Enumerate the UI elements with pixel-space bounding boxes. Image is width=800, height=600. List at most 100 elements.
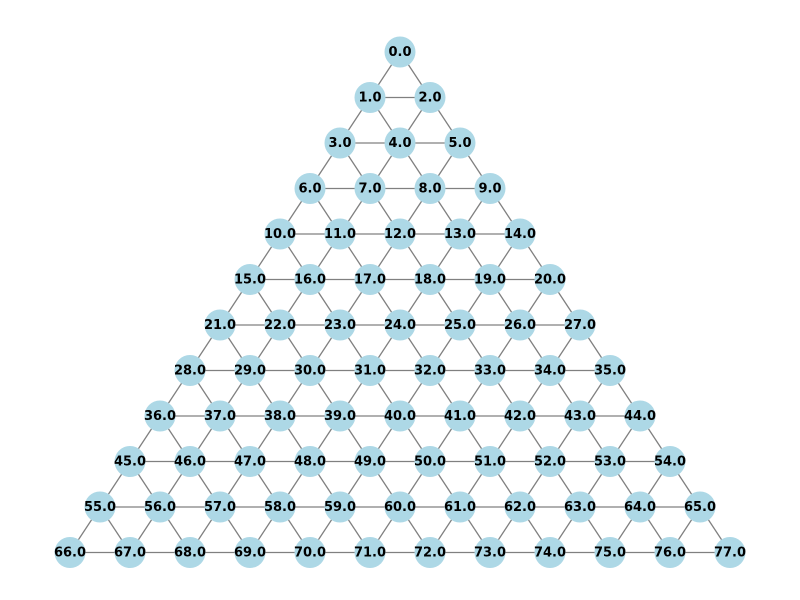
node-label: 34.0 [534, 364, 566, 379]
node-circle [114, 446, 146, 477]
node-circle [264, 400, 296, 432]
node-circle [504, 400, 536, 432]
node-label: 47.0 [234, 455, 266, 470]
graph-node: 2.0 [414, 82, 446, 113]
graph-node: 35.0 [594, 355, 626, 386]
node-label: 15.0 [234, 273, 266, 288]
node-circle [234, 355, 266, 386]
node-label: 73.0 [474, 546, 506, 561]
graph-node: 34.0 [534, 355, 566, 386]
graph-node: 51.0 [474, 446, 506, 477]
node-circle [234, 264, 266, 295]
node-circle [144, 400, 176, 432]
node-label: 56.0 [144, 500, 176, 515]
node-circle [294, 446, 326, 477]
graph-node: 64.0 [624, 491, 656, 523]
node-label: 3.0 [328, 136, 351, 151]
node-label: 43.0 [564, 409, 596, 424]
graph-node: 73.0 [474, 537, 506, 568]
graph-node: 65.0 [684, 491, 716, 523]
node-circle [384, 218, 416, 250]
node-label: 55.0 [84, 500, 116, 515]
node-label: 11.0 [324, 227, 356, 242]
graph-node: 68.0 [174, 537, 206, 568]
graph-node: 56.0 [144, 491, 176, 523]
node-circle [504, 309, 536, 341]
node-label: 45.0 [114, 455, 146, 470]
node-circle [324, 491, 356, 523]
node-circle [54, 537, 86, 568]
node-circle [504, 491, 536, 523]
node-label: 31.0 [354, 364, 386, 379]
graph-node: 75.0 [594, 537, 626, 568]
node-circle [294, 355, 326, 386]
graph-node: 42.0 [504, 400, 536, 432]
node-circle [234, 446, 266, 477]
node-circle [474, 173, 506, 204]
node-circle [174, 355, 206, 386]
graph-node: 58.0 [264, 491, 296, 523]
graph-node: 55.0 [84, 491, 116, 523]
node-circle [204, 309, 236, 341]
node-circle [504, 218, 536, 250]
node-label: 8.0 [418, 182, 441, 197]
graph-node: 66.0 [54, 537, 86, 568]
graph-node: 60.0 [384, 491, 416, 523]
node-label: 65.0 [684, 500, 716, 515]
graph-node: 77.0 [714, 537, 746, 568]
node-label: 29.0 [234, 364, 266, 379]
graph-node: 38.0 [264, 400, 296, 432]
node-label: 61.0 [444, 500, 476, 515]
node-circle [534, 446, 566, 477]
node-label: 49.0 [354, 455, 386, 470]
graph-node: 63.0 [564, 491, 596, 523]
node-circle [354, 446, 386, 477]
node-circle [324, 127, 356, 159]
node-circle [534, 355, 566, 386]
node-circle [564, 491, 596, 523]
node-circle [174, 537, 206, 568]
graph-node: 22.0 [264, 309, 296, 341]
node-label: 64.0 [624, 500, 656, 515]
graph-node: 44.0 [624, 400, 656, 432]
node-circle [354, 82, 386, 113]
graph-node: 54.0 [654, 446, 686, 477]
node-label: 5.0 [448, 136, 471, 151]
graph-node: 74.0 [534, 537, 566, 568]
node-label: 57.0 [204, 500, 236, 515]
node-label: 48.0 [294, 455, 326, 470]
node-label: 62.0 [504, 500, 536, 515]
node-label: 39.0 [324, 409, 356, 424]
graph-node: 40.0 [384, 400, 416, 432]
node-circle [414, 264, 446, 295]
graph-node: 50.0 [414, 446, 446, 477]
node-label: 50.0 [414, 455, 446, 470]
node-label: 51.0 [474, 455, 506, 470]
node-label: 66.0 [54, 546, 86, 561]
node-label: 14.0 [504, 227, 536, 242]
node-label: 28.0 [174, 364, 206, 379]
graph-node: 31.0 [354, 355, 386, 386]
graph-node: 26.0 [504, 309, 536, 341]
graph-node: 21.0 [204, 309, 236, 341]
graph-node: 8.0 [414, 173, 446, 204]
graph-node: 57.0 [204, 491, 236, 523]
node-circle [234, 537, 266, 568]
node-circle [474, 537, 506, 568]
node-circle [624, 491, 656, 523]
graph-node: 13.0 [444, 218, 476, 250]
node-circle [534, 537, 566, 568]
graph-node: 19.0 [474, 264, 506, 295]
graph-node: 76.0 [654, 537, 686, 568]
node-circle [264, 491, 296, 523]
graph-node: 10.0 [264, 218, 296, 250]
graph-node: 3.0 [324, 127, 356, 159]
node-circle [324, 309, 356, 341]
graph-node: 25.0 [444, 309, 476, 341]
node-circle [324, 218, 356, 250]
node-label: 53.0 [594, 455, 626, 470]
node-circle [444, 491, 476, 523]
node-label: 68.0 [174, 546, 206, 561]
